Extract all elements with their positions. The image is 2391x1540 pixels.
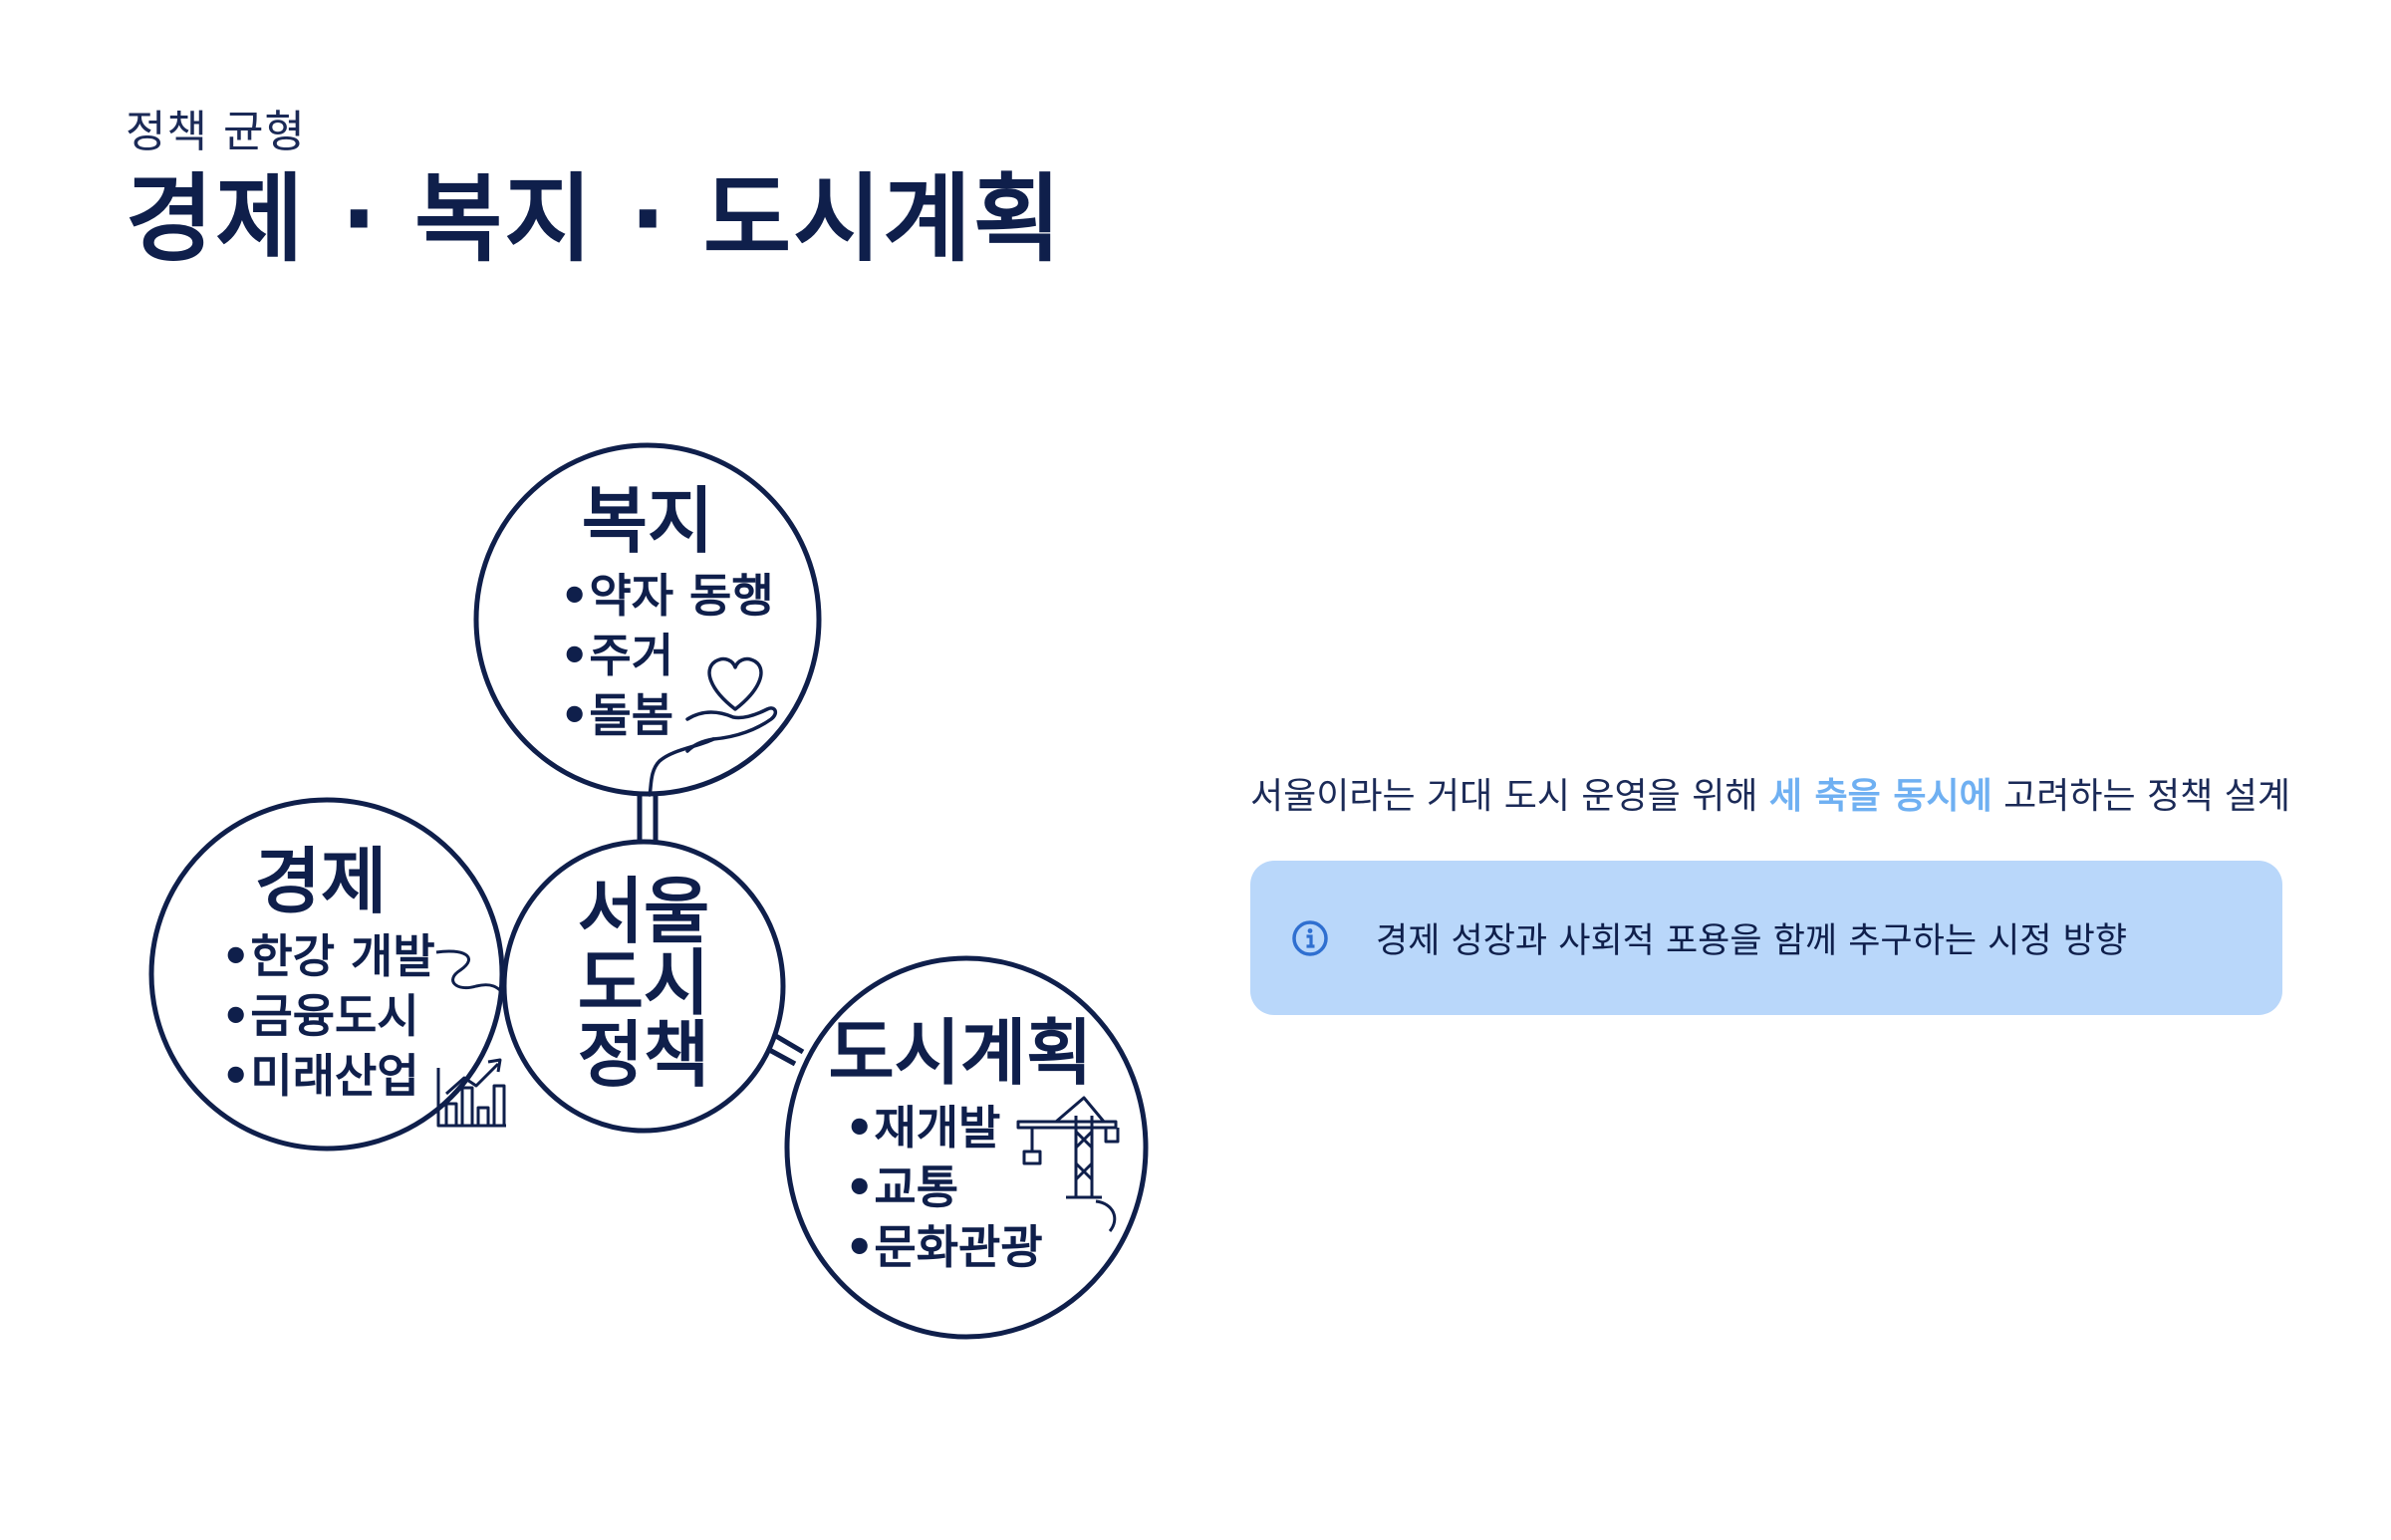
welfare-item: •돌봄 bbox=[560, 688, 673, 742]
urban-item: •재개발 bbox=[845, 1101, 1000, 1155]
summary-before: 서울이라는 거대 도시 운영을 위해 bbox=[1250, 776, 1769, 817]
page-title: 경제 · 복지 · 도시계획 bbox=[126, 163, 1064, 275]
summary-highlight: 세 축을 동시에 bbox=[1768, 776, 1992, 817]
economy-circle: 경제 •한강 개발 •금융도시 •미래산업 bbox=[148, 797, 506, 1152]
economy-circle-shape bbox=[148, 797, 505, 1152]
connector-welfare bbox=[637, 792, 659, 842]
center-line-3: 정책 bbox=[578, 1013, 709, 1097]
center-circle: 서울 도시 정책 bbox=[501, 839, 786, 1134]
info-callout: 경제 성장과 사회적 포용을 함께 추구하는 시정 방향 bbox=[1250, 861, 2282, 1015]
section-eyebrow: 정책 균형 bbox=[126, 107, 306, 157]
bar-chart-icon bbox=[436, 1058, 506, 1128]
urban-item: •문화관광 bbox=[845, 1220, 1043, 1274]
urban-item: •교통 bbox=[845, 1160, 958, 1214]
summary-text: 서울이라는 거대 도시 운영을 위해 세 축을 동시에 고려하는 정책 설계 bbox=[1250, 767, 2290, 819]
crane-icon bbox=[1016, 1096, 1120, 1232]
river-line bbox=[435, 949, 504, 994]
center-line-2: 도시 bbox=[578, 941, 709, 1025]
summary-after: 고려하는 정책 설계 bbox=[1992, 776, 2290, 817]
info-text: 경제 성장과 사회적 포용을 함께 추구하는 시정 방향 bbox=[1376, 921, 2128, 961]
policy-diagram: 서울 도시 정책 복지 •약자 동행 •주거 •돌봄 경제 •한강 개발 •금융… bbox=[148, 442, 1149, 1340]
urban-circle: 도시계획 •재개발 •교통 •문화관광 bbox=[784, 955, 1149, 1340]
info-icon bbox=[1292, 919, 1328, 956]
welfare-item: •약자 동행 bbox=[560, 569, 774, 623]
economy-item: •한강 개발 bbox=[221, 929, 435, 983]
heart-hand-icon bbox=[648, 656, 778, 797]
welfare-item: •주거 bbox=[560, 629, 673, 682]
urban-circle-shape bbox=[784, 955, 1149, 1340]
welfare-circle: 복지 •약자 동행 •주거 •돌봄 bbox=[473, 442, 822, 797]
urban-title: 도시계획 bbox=[829, 1011, 1093, 1095]
economy-title: 경제 bbox=[255, 840, 387, 923]
center-line-1: 서울 bbox=[578, 870, 709, 953]
economy-item: •금융도시 bbox=[221, 989, 419, 1043]
welfare-title: 복지 bbox=[582, 479, 713, 563]
economy-item: •미래산업 bbox=[221, 1049, 419, 1103]
